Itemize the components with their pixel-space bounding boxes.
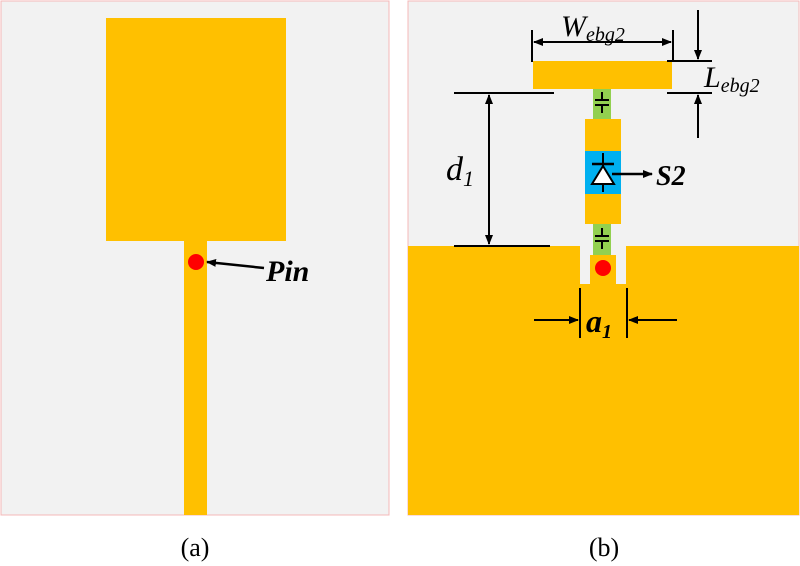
capacitor-upper-icon: [595, 92, 609, 113]
l-ebg2-label: Lebg2: [703, 61, 760, 97]
d1-base: d: [446, 151, 464, 188]
a1-sub: 1: [602, 321, 612, 343]
w-ebg2-label: Webg2: [561, 10, 625, 46]
caption-b: (b): [589, 533, 619, 562]
l-ebg2-sub: ebg2: [721, 75, 760, 97]
feed-line: [184, 241, 207, 515]
lower-conductor: [585, 194, 621, 224]
w-ebg2-sub: ebg2: [586, 24, 625, 46]
upper-conductor: [585, 119, 621, 151]
pin-arrow: [206, 258, 265, 270]
l-ebg2-base: L: [703, 61, 721, 94]
panel-b: S2 Webg2 Lebg2 d1: [407, 0, 800, 562]
caption-a: (a): [181, 533, 210, 562]
w-ebg2-base: W: [561, 10, 589, 43]
capacitor-lower-icon: [595, 228, 609, 249]
l-ebg2-dimension: [667, 10, 712, 138]
patch-radiator: [106, 18, 286, 241]
a1-dimension: [534, 288, 677, 338]
s2-label: S2: [656, 161, 686, 192]
panel-a: Pin (a): [0, 0, 390, 562]
w-ebg2-dimension: [531, 30, 674, 62]
pin-label: Pin: [265, 255, 309, 288]
ground-plane: [408, 246, 799, 515]
a1-base: a: [586, 303, 602, 339]
d1-sub: 1: [463, 166, 474, 191]
d1-label: d1: [446, 151, 474, 191]
ebg-patch: [533, 61, 672, 89]
pin-diode-icon: [590, 153, 616, 192]
d1-dimension: [454, 92, 554, 247]
pin-feed-point: [188, 254, 204, 270]
lower-via-strip: [593, 224, 611, 255]
feed-point-b: [595, 260, 611, 276]
a1-label: a1: [586, 303, 612, 343]
